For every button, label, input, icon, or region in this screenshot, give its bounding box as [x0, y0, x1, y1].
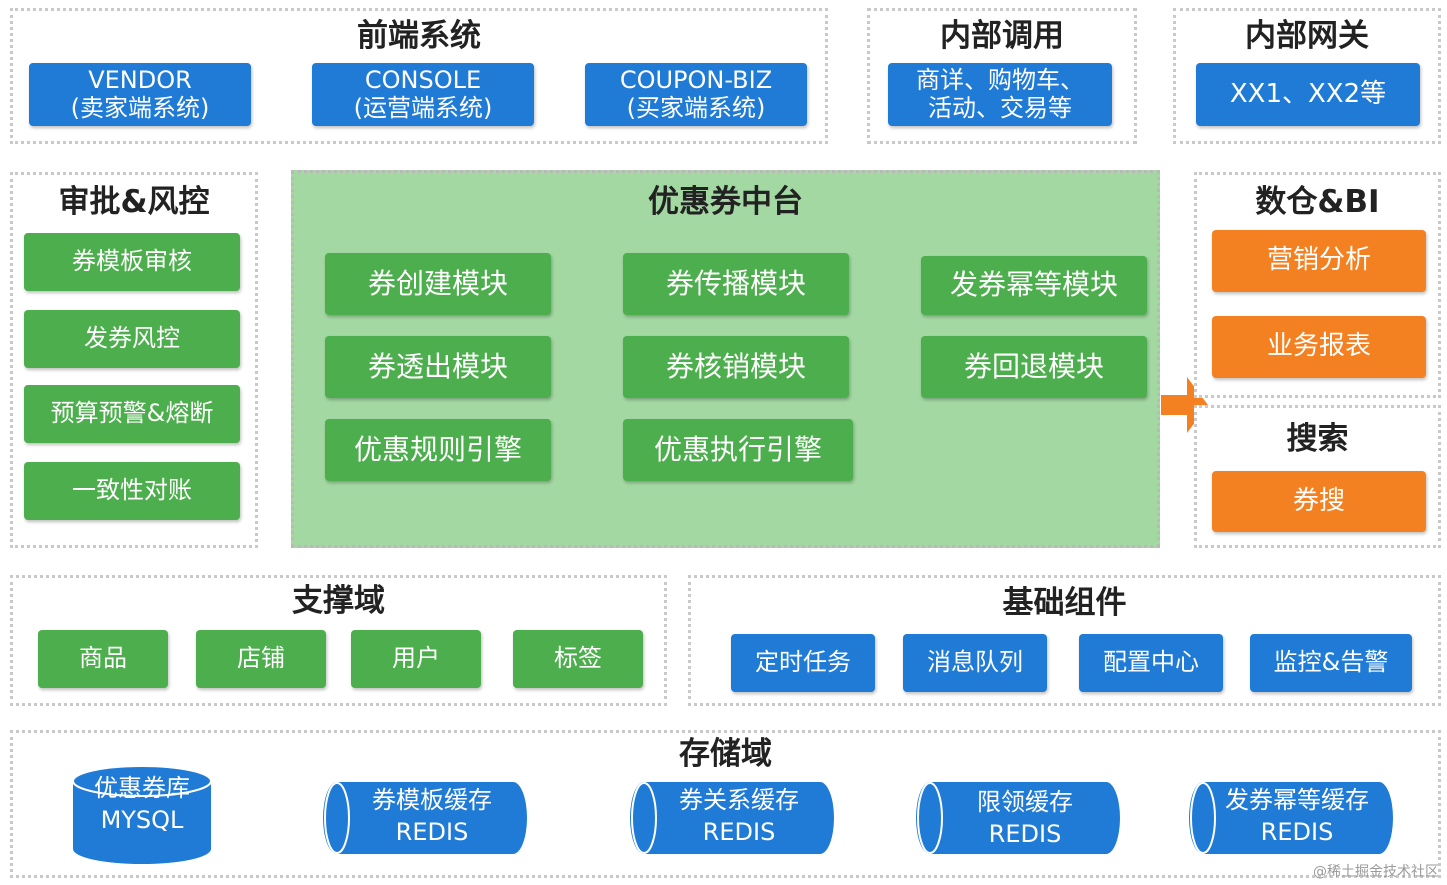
idempotent-cache-type: REDIS	[1260, 818, 1334, 846]
storage-title: 存储域	[679, 736, 772, 772]
gateway-title: 内部网关	[1245, 18, 1369, 54]
bi-panel: 数仓&BI 营销分析 业务报表	[1194, 172, 1441, 398]
console-sub-label: (运营端系统)	[353, 93, 493, 122]
coupon-center-title: 优惠券中台	[648, 184, 803, 220]
coupon-search-box: 券搜	[1212, 471, 1426, 532]
internal-call-box: 商详、购物车、 活动、交易等	[888, 63, 1112, 126]
frontend-panel: 前端系统 VENDOR (卖家端系统) CONSOLE (运营端系统) COUP…	[10, 8, 828, 144]
template-cache-label: 券模板缓存	[372, 786, 492, 814]
relation-cache-type: REDIS	[702, 818, 776, 846]
coupon-center-panel: 优惠券中台 券创建模块 券传播模块 发券幂等模块 券透出模块 券核销模块 券回退…	[291, 170, 1160, 548]
config-center-box: 配置中心	[1079, 634, 1223, 692]
internal-call-title: 内部调用	[940, 18, 1064, 54]
template-review-box: 券模板审核	[24, 233, 240, 291]
support-panel: 支撑域 商品 店铺 用户 标签	[10, 575, 667, 706]
module-expose: 券透出模块	[325, 336, 551, 398]
gateway-panel: 内部网关 XX1、XX2等	[1173, 8, 1441, 144]
budget-alert-box: 预算预警&熔断	[24, 385, 240, 443]
internal-call-line2: 活动、交易等	[928, 93, 1072, 122]
template-cache-type: REDIS	[395, 818, 469, 846]
module-redeem: 券核销模块	[623, 336, 849, 398]
watermark: @稀土掘金技术社区	[1313, 864, 1439, 880]
module-create: 券创建模块	[325, 253, 551, 315]
marketing-analysis-box: 营销分析	[1212, 230, 1426, 292]
execution-engine: 优惠执行引擎	[623, 419, 853, 481]
vendor-label: VENDOR	[88, 65, 192, 94]
module-rollback: 券回退模块	[921, 336, 1147, 398]
approval-panel: 审批&风控 券模板审核 发券风控 预算预警&熔断 一致性对账	[10, 172, 258, 548]
support-title: 支撑域	[292, 583, 385, 619]
coupon-biz-sub-label: (买家端系统)	[626, 93, 766, 122]
support-item-shop: 店铺	[196, 630, 326, 688]
mysql-label-bottom: MYSQL	[100, 806, 184, 834]
monitor-alert-box: 监控&告警	[1250, 634, 1412, 692]
console-box: CONSOLE (运营端系统)	[312, 63, 534, 126]
basic-components-panel: 基础组件 定时任务 消息队列 配置中心 监控&告警	[688, 575, 1441, 706]
support-item-tag: 标签	[513, 630, 643, 688]
mysql-label-top: 优惠券库	[94, 774, 190, 802]
mysql-database-icon	[72, 765, 212, 864]
storage-panel: 存储域 优惠券库 MYSQL 券模板缓存 REDIS 券关系缓存 REDIS 限…	[10, 730, 1441, 878]
idempotent-cache-label: 发券幂等缓存	[1225, 786, 1369, 814]
support-item-product: 商品	[38, 630, 168, 688]
message-queue-box: 消息队列	[903, 634, 1047, 692]
approval-title: 审批&风控	[58, 184, 210, 220]
redis-cache-icon	[916, 782, 1120, 854]
relation-cache-label: 券关系缓存	[679, 786, 799, 814]
business-report-box: 业务报表	[1212, 316, 1426, 378]
vendor-sub-label: (卖家端系统)	[70, 93, 210, 122]
reconciliation-box: 一致性对账	[24, 462, 240, 520]
basic-components-title: 基础组件	[1002, 585, 1127, 621]
redis-cache-icon	[630, 782, 834, 854]
internal-call-panel: 内部调用 商详、购物车、 活动、交易等	[867, 8, 1137, 144]
rule-engine: 优惠规则引擎	[325, 419, 551, 481]
redis-cache-icon	[1189, 782, 1393, 854]
internal-call-line1: 商详、购物车、	[916, 65, 1084, 94]
redis-cache-icon	[323, 782, 527, 854]
console-label: CONSOLE	[364, 65, 482, 94]
search-title: 搜索	[1286, 421, 1349, 457]
issue-risk-box: 发券风控	[24, 310, 240, 368]
limit-cache-label: 限领缓存	[977, 788, 1073, 816]
scheduled-task-box: 定时任务	[731, 634, 875, 692]
module-idempotent: 发券幂等模块	[921, 256, 1147, 315]
coupon-biz-label: COUPON-BIZ	[619, 65, 773, 94]
gateway-box: XX1、XX2等	[1196, 63, 1420, 126]
support-item-user: 用户	[351, 630, 481, 688]
limit-cache-type: REDIS	[988, 820, 1062, 848]
bi-title: 数仓&BI	[1255, 184, 1380, 220]
coupon-biz-box: COUPON-BIZ (买家端系统)	[585, 63, 807, 126]
frontend-title: 前端系统	[357, 18, 481, 54]
vendor-box: VENDOR (卖家端系统)	[29, 63, 251, 126]
module-spread: 券传播模块	[623, 253, 849, 315]
search-panel: 搜索 券搜	[1194, 405, 1441, 548]
